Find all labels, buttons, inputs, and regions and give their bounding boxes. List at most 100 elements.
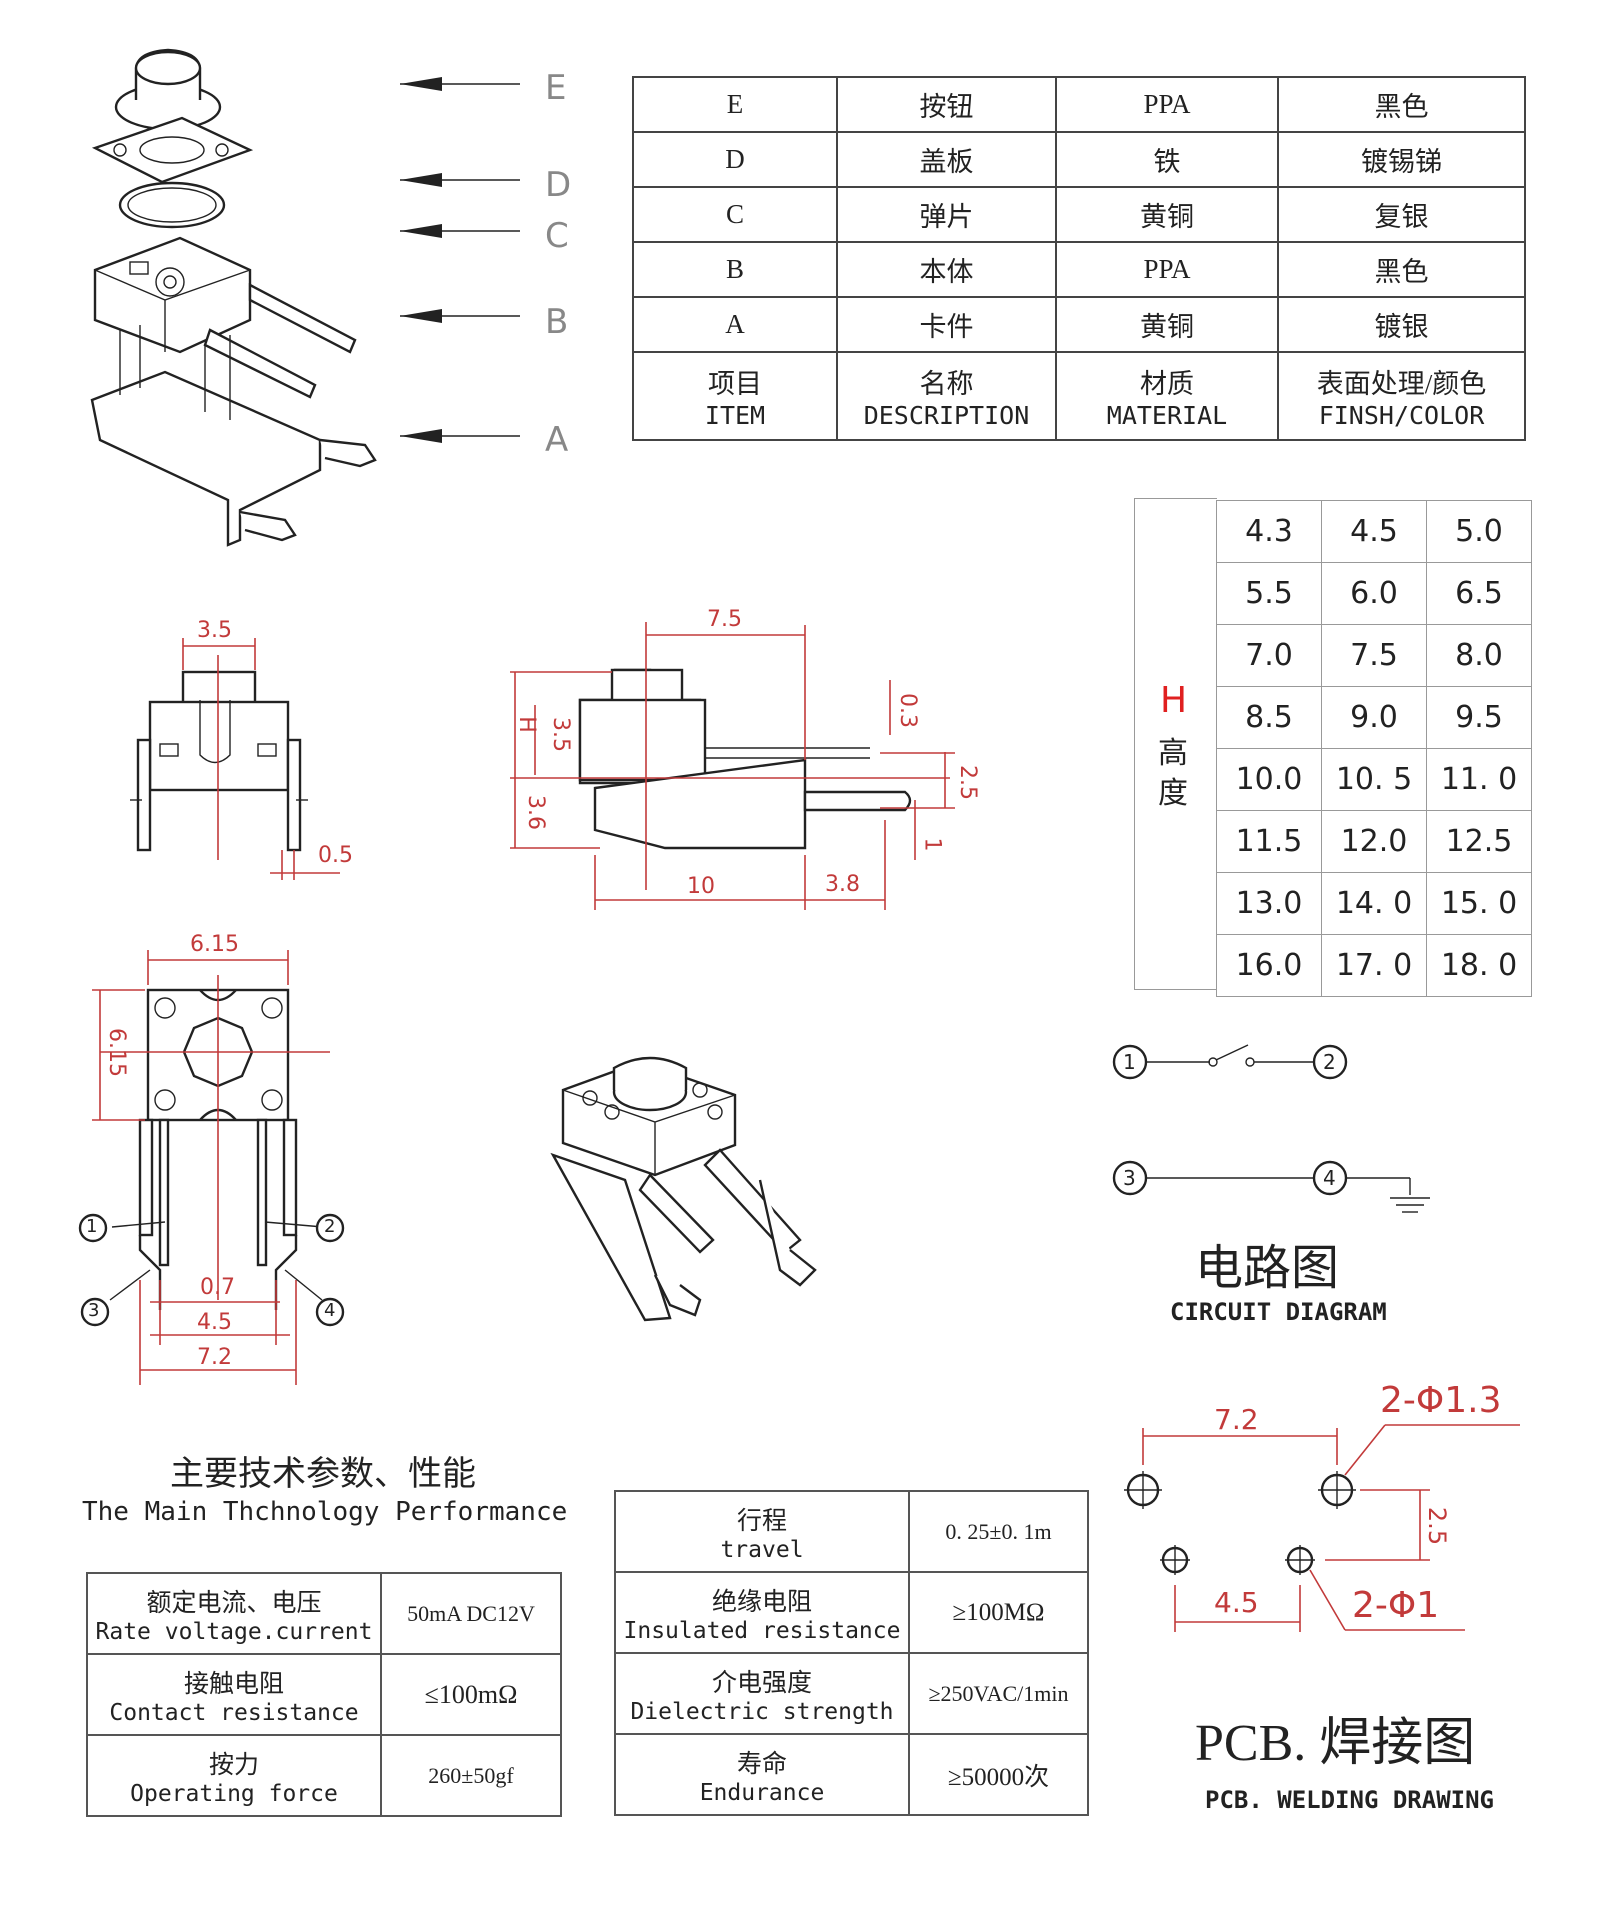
height-cell: 8.0 <box>1426 624 1532 687</box>
cell-item: A <box>632 296 838 353</box>
cell-description: 弹片 <box>836 186 1057 243</box>
circuit-title-en: CIRCUIT DIAGRAM <box>1170 1298 1387 1326</box>
circuit-diagram <box>1112 1044 1430 1213</box>
param-zh: 介电强度 <box>711 1669 812 1697</box>
dim-front-top: 3.5 <box>197 618 232 643</box>
exploded-view <box>90 48 377 547</box>
cell-material: PPA <box>1055 241 1279 298</box>
cell-finish: 黑色 <box>1277 76 1526 133</box>
label-a: A <box>545 420 569 460</box>
header-finish-en: FINSH/COLOR <box>1318 401 1485 430</box>
param-en: Endurance <box>699 1779 825 1806</box>
pcb-hole-small: 2-Φ1 <box>1352 1585 1440 1626</box>
param-en: Rate voltage.current <box>95 1618 373 1645</box>
bottom-view <box>78 950 345 1385</box>
performance-title-zh: 主要技术参数、性能 <box>170 1456 476 1493</box>
cell-description: 卡件 <box>836 296 1057 353</box>
height-cell: 9.0 <box>1321 686 1427 749</box>
dim-side-width: 7.5 <box>707 607 742 632</box>
param-value: ≥100MΩ <box>908 1571 1089 1654</box>
height-label-zh-2: 度 <box>1158 777 1188 810</box>
cell-finish: 复银 <box>1277 186 1526 243</box>
param-en: Operating force <box>130 1780 338 1807</box>
exploded-arrows <box>400 77 520 443</box>
param-value: 260±50gf <box>380 1734 562 1817</box>
header-item-zh: 项目 <box>708 369 762 399</box>
param-value: ≥250VAC/1min <box>908 1652 1089 1735</box>
param-zh: 行程 <box>736 1507 787 1535</box>
cell-item: B <box>632 241 838 298</box>
pin-label-1: 1 <box>86 1216 98 1237</box>
height-cell: 16.0 <box>1216 934 1322 997</box>
dim-front-pin: 0.5 <box>318 843 353 868</box>
param-en: Dielectric strength <box>630 1698 894 1725</box>
header-description-en: DESCRIPTION <box>863 401 1030 430</box>
dim-bottom-72: 7.2 <box>197 1345 232 1370</box>
cell-description: 盖板 <box>836 131 1057 188</box>
param-zh: 额定电流、电压 <box>146 1589 322 1617</box>
circuit-node-3: 3 <box>1123 1166 1136 1190</box>
circuit-node-2: 2 <box>1323 1050 1336 1074</box>
circuit-node-1: 1 <box>1123 1050 1136 1074</box>
height-cell: 4.3 <box>1216 500 1322 563</box>
label-d: D <box>545 165 572 205</box>
table-row: B 本体 PPA 黑色 <box>632 241 1526 298</box>
height-cell: 5.5 <box>1216 562 1322 625</box>
header-finish-zh: 表面处理/颜色 <box>1316 369 1487 399</box>
param-value: ≤100mΩ <box>380 1653 562 1736</box>
front-view <box>130 638 340 880</box>
pcb-dim-45: 4.5 <box>1214 1586 1259 1619</box>
table-row: E 按钮 PPA 黑色 <box>632 76 1526 133</box>
performance-title-en: The Main Thchnology Performance <box>82 1497 568 1527</box>
height-label-h: H <box>1160 680 1188 721</box>
param-en: Contact resistance <box>109 1699 359 1726</box>
side-view <box>510 622 955 910</box>
pin-label-2: 2 <box>324 1216 336 1237</box>
pin-label-4: 4 <box>324 1300 336 1321</box>
iso-view <box>550 1056 817 1322</box>
param-value: 50mA DC12V <box>380 1572 562 1655</box>
height-cell: 7.5 <box>1321 624 1427 687</box>
height-cell: 6.5 <box>1426 562 1532 625</box>
table-row: A 卡件 黄铜 镀银 <box>632 296 1526 353</box>
height-cell: 11. 0 <box>1426 748 1532 811</box>
height-cell: 14. 0 <box>1321 872 1427 935</box>
dim-bottom-07: 0.7 <box>200 1275 235 1300</box>
pin-label-3: 3 <box>88 1300 100 1321</box>
param-en: Insulated resistance <box>623 1617 901 1644</box>
height-cell: 5.0 <box>1426 500 1532 563</box>
table-row: C 弹片 黄铜 复银 <box>632 186 1526 243</box>
param-zh: 按力 <box>208 1751 259 1779</box>
dim-side-25: 2.5 <box>955 765 980 800</box>
cell-material: PPA <box>1055 76 1279 133</box>
cell-finish: 镀银 <box>1277 296 1526 353</box>
dim-side-10: 10 <box>687 874 715 899</box>
height-cell: 10.0 <box>1216 748 1322 811</box>
cell-material: 黄铜 <box>1055 296 1279 353</box>
cell-item: E <box>632 76 838 133</box>
height-cell: 7.0 <box>1216 624 1322 687</box>
circuit-node-4: 4 <box>1323 1166 1336 1190</box>
height-table-label-cell <box>1134 498 1217 990</box>
header-material-zh: 材质 <box>1140 369 1194 399</box>
param-zh: 接触电阻 <box>183 1670 284 1698</box>
